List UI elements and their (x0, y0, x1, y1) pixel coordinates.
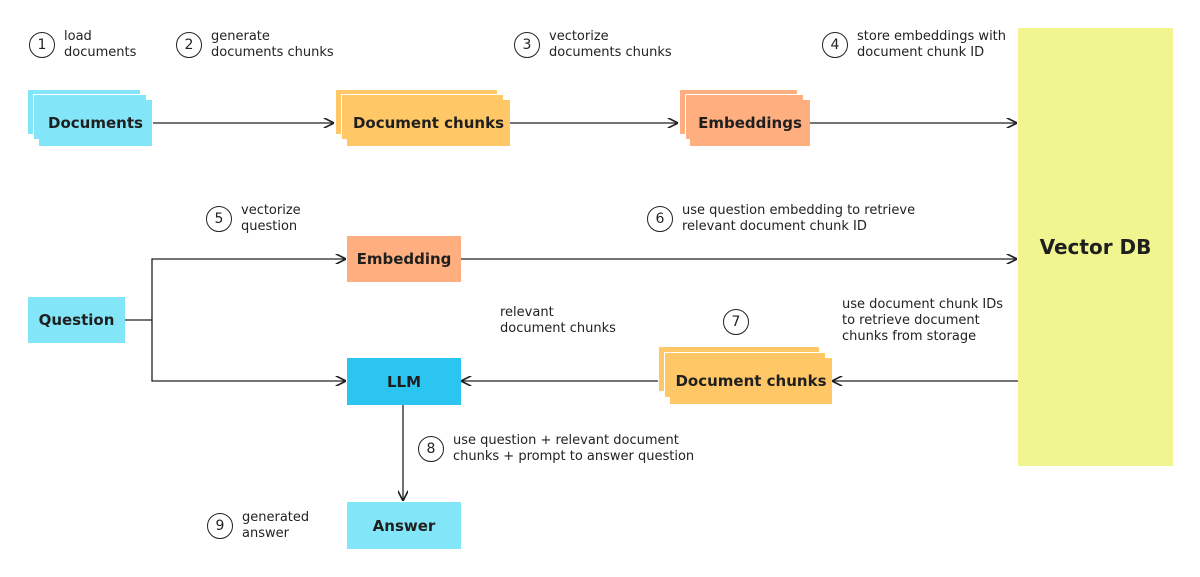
llm-node: LLM (347, 358, 461, 405)
step-number: 3 (514, 32, 540, 58)
embeddings-node: Embeddings (690, 100, 810, 146)
chunks-bottom-node: Document chunks (670, 358, 832, 404)
step-number: 5 (206, 206, 232, 232)
answer-node: Answer (347, 502, 461, 549)
step-number: 7 (723, 309, 749, 335)
step-number: 6 (647, 206, 673, 232)
step-number: 1 (29, 32, 55, 58)
question-node: Question (28, 297, 125, 343)
step-number: 4 (822, 32, 848, 58)
vector-db-node: Vector DB (1018, 28, 1173, 466)
chunks-top-node: Document chunks (347, 100, 510, 146)
edge-question-to-llm (151, 320, 345, 381)
step-number: 9 (207, 513, 233, 539)
edge-question-to-embedding (125, 259, 345, 321)
embedding-node: Embedding (347, 236, 461, 282)
documents-node: Documents (39, 100, 152, 146)
step-number: 2 (176, 32, 202, 58)
step-number: 8 (418, 436, 444, 462)
